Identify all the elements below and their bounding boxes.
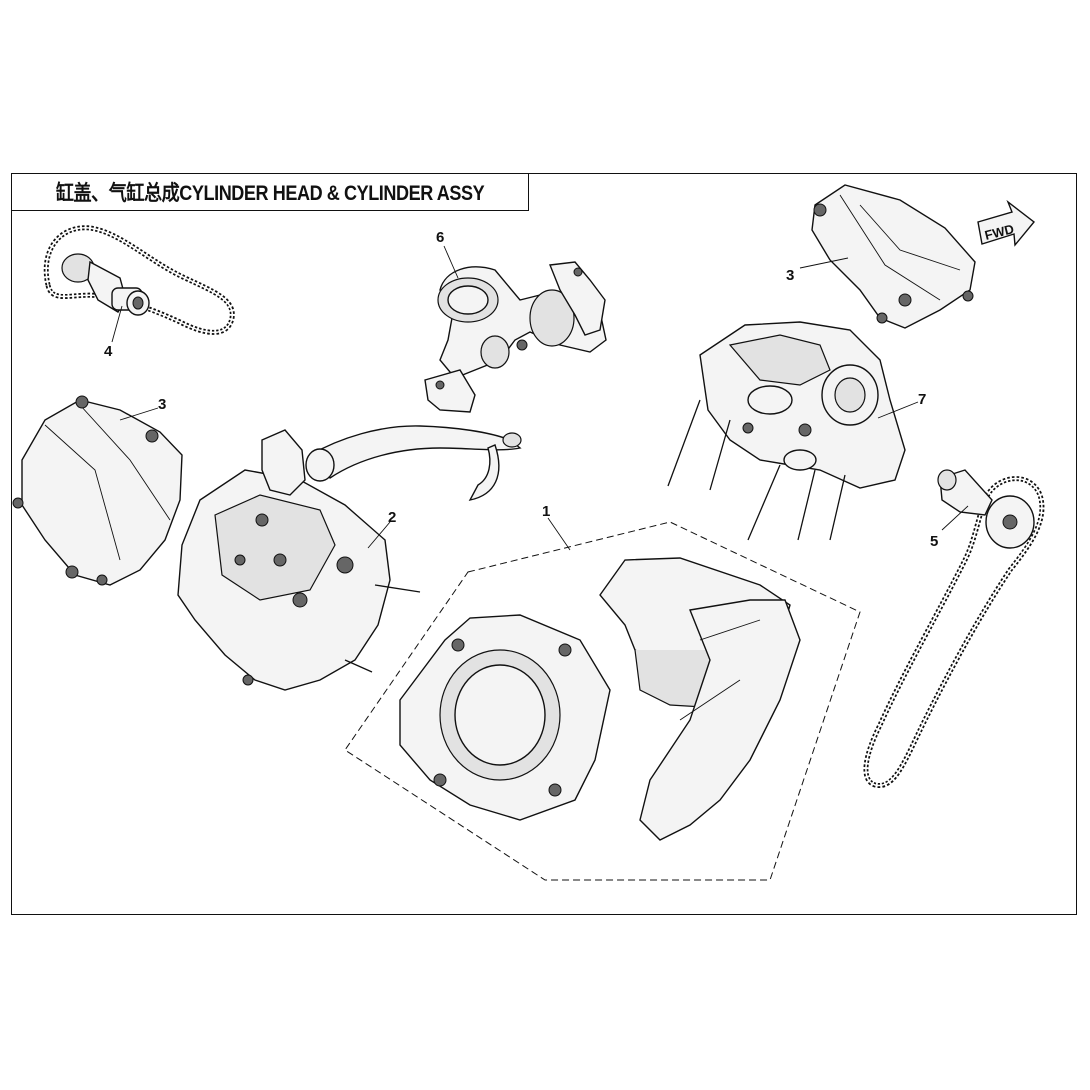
callout-3a: 3 (119, 396, 166, 421)
diagram-title: 缸盖、气缸总成CYLINDER HEAD & CYLINDER ASSY (55, 182, 485, 205)
callout-6-label: 6 (436, 229, 444, 246)
callout-3b-label: 3 (786, 267, 794, 284)
callout-4: 4 (104, 305, 123, 360)
part-7-cylinder-head-right (667, 321, 906, 541)
part-2-cylinder-head-left (177, 425, 522, 691)
part-1-cylinder-assy (344, 521, 861, 881)
fwd-arrow-icon: FWD (977, 199, 1036, 247)
part-4-timing-chain-left (43, 225, 235, 335)
callout-1: 1 (542, 503, 571, 551)
callout-3b: 3 (786, 257, 849, 284)
part-3-valve-cover-left (12, 395, 183, 586)
callout-7-label: 7 (918, 391, 926, 408)
fwd-label: FWD (983, 221, 1015, 243)
callout-1-label: 1 (542, 503, 550, 520)
callout-2-label: 2 (388, 509, 396, 526)
part-5-timing-chain-right (863, 469, 1045, 788)
callout-5-label: 5 (930, 533, 938, 550)
title-box: 缸盖、气缸总成CYLINDER HEAD & CYLINDER ASSY (11, 173, 529, 211)
callout-7: 7 (877, 391, 926, 419)
callout-3a-label: 3 (158, 396, 166, 413)
callout-4-label: 4 (104, 343, 113, 360)
drawing-frame (11, 173, 1077, 915)
part-6-intake-manifold (424, 261, 607, 413)
callout-2: 2 (367, 509, 396, 549)
callout-5: 5 (930, 505, 969, 550)
callout-6: 6 (436, 229, 459, 279)
part-3-valve-cover-right (811, 184, 976, 329)
